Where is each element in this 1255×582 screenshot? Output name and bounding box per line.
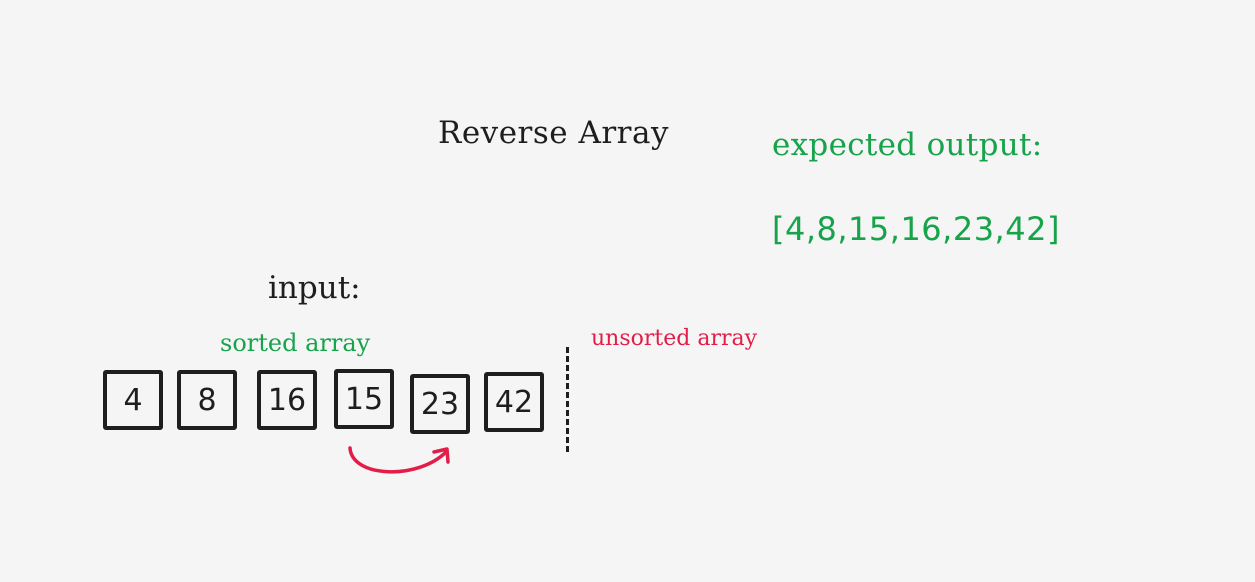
expected-output-value: [4,8,15,16,23,42]: [772, 210, 1060, 248]
sorted-unsorted-divider: [566, 347, 569, 452]
array-cell: 8: [177, 370, 237, 430]
swap-arrow-icon: [348, 446, 450, 474]
diagram-title: Reverse Array: [438, 115, 669, 151]
unsorted-array-label: unsorted array: [591, 326, 758, 351]
array-cell: 42: [484, 372, 544, 432]
array-cell: 15: [334, 369, 394, 429]
array-cell: 4: [103, 370, 163, 430]
input-label: input:: [268, 270, 361, 306]
array-cell: 23: [410, 374, 470, 434]
array-cell: 16: [257, 370, 317, 430]
sorted-array-label: sorted array: [220, 329, 371, 357]
expected-output-label: expected output:: [772, 127, 1043, 163]
